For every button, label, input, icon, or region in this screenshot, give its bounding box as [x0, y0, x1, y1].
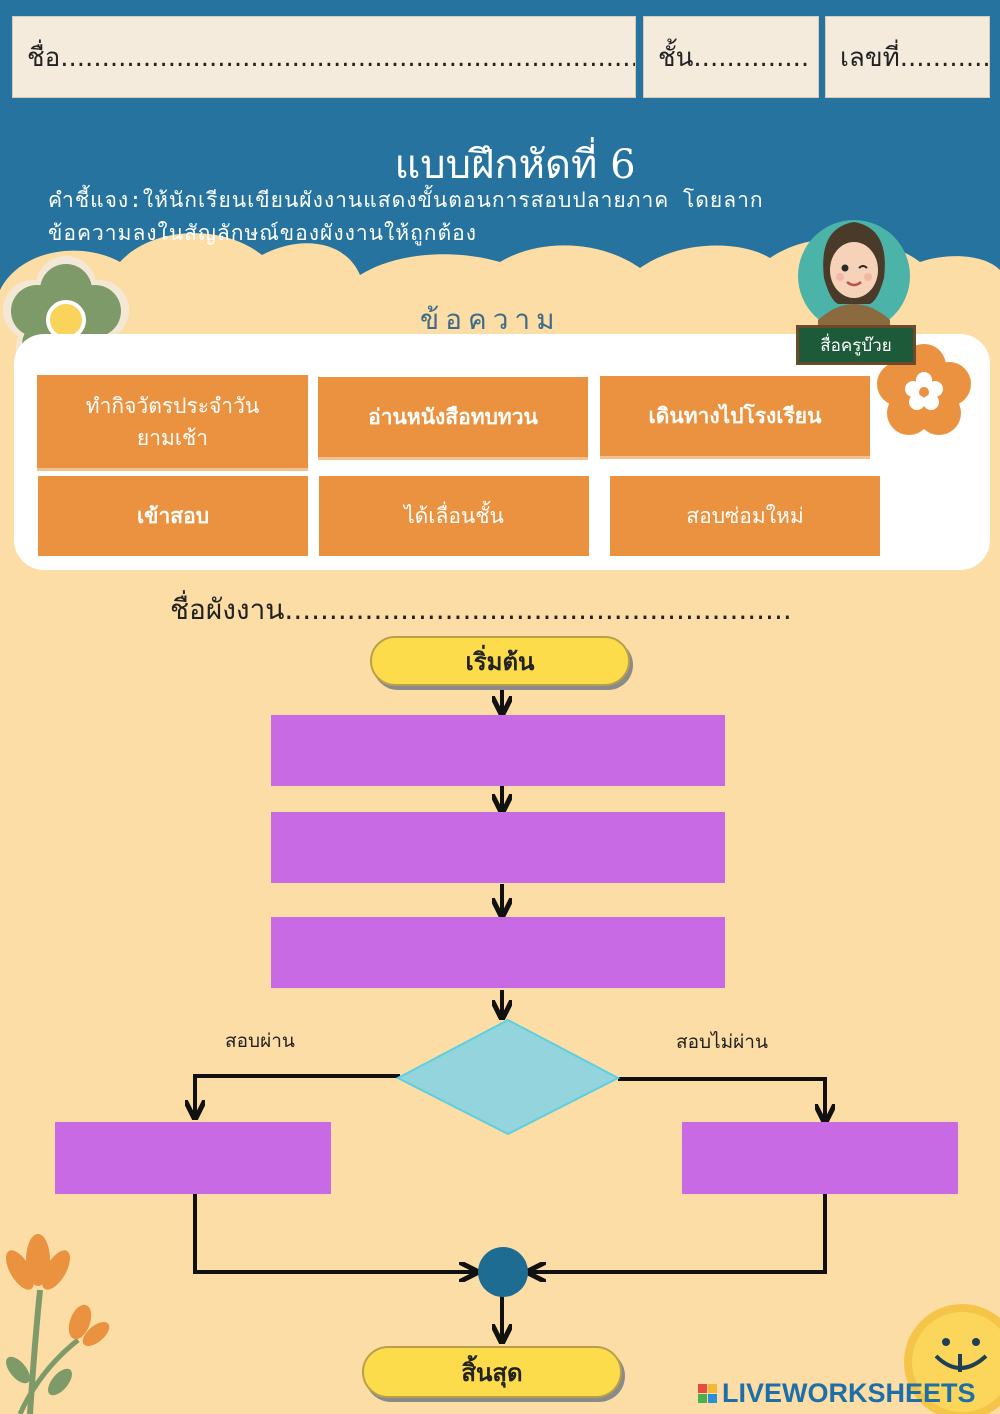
orange-flowers-decoration-icon — [6, 1234, 110, 1414]
liveworksheets-text: LIVEWORKSHEETS — [722, 1378, 976, 1408]
student-name-field[interactable]: ชื่อ....................................… — [12, 16, 636, 98]
process-box-pass[interactable] — [55, 1122, 331, 1194]
process-box-fail[interactable] — [682, 1122, 958, 1194]
liveworksheets-logo: LIVEWORKSHEETS — [698, 1378, 976, 1409]
orange-flower-icon — [877, 344, 971, 435]
word-chip-travel-to-school[interactable]: เดินทางไปโรงเรียน — [600, 376, 870, 456]
smiley-face-icon — [904, 1304, 1000, 1414]
connector-circle — [478, 1247, 528, 1297]
teacher-avatar — [798, 220, 910, 332]
process-box-1[interactable] — [271, 715, 725, 786]
start-terminal: เริ่มต้น — [370, 636, 630, 686]
word-chip-take-exam[interactable]: เข้าสอบ — [38, 476, 308, 556]
word-chip-review-reading[interactable]: อ่านหนังสือทบทวน — [318, 377, 588, 457]
class-field[interactable]: ชั้น.............. — [643, 16, 819, 98]
process-box-2[interactable] — [271, 812, 725, 883]
word-bank-title: ข้อความ — [420, 303, 561, 336]
instruction-text: คำชี้แจง:ให้นักเรียนเขียนผังงานแสดงขั้นต… — [48, 184, 948, 250]
word-chip-text: ยามเช้า — [136, 425, 209, 450]
worksheet-title: แบบฝึกหัดที่ 6 — [394, 142, 636, 188]
word-chip-text: ทำกิจวัตรประจำวัน — [85, 393, 260, 418]
liveworksheets-badge-icon — [698, 1384, 717, 1403]
decision-diamond[interactable] — [396, 1018, 620, 1136]
process-box-3[interactable] — [271, 917, 725, 988]
end-terminal: สิ้นสุด — [362, 1346, 622, 1398]
fail-branch-label: สอบไม่ผ่าน — [676, 1031, 768, 1053]
word-chip-retake-exam[interactable]: สอบซ่อมใหม่ — [610, 476, 880, 556]
instruction-line-2: ข้อความลงในสัญลักษณ์ของผังงานให้ถูกต้อง — [48, 221, 478, 245]
student-number-field[interactable]: เลขที่........... — [825, 16, 990, 98]
teacher-badge: สื่อครูบ๊วย — [796, 325, 916, 365]
word-chip-promoted[interactable]: ได้เลื่อนชั้น — [319, 476, 589, 556]
instruction-line-1: คำชี้แจง:ให้นักเรียนเขียนผังงานแสดงขั้นต… — [48, 188, 764, 212]
flowchart-name-field[interactable]: ชื่อผังงาน..............................… — [170, 593, 792, 626]
word-chip-morning-routine[interactable]: ทำกิจวัตรประจำวัน ยามเช้า — [37, 375, 308, 468]
pass-branch-label: สอบผ่าน — [225, 1030, 295, 1052]
